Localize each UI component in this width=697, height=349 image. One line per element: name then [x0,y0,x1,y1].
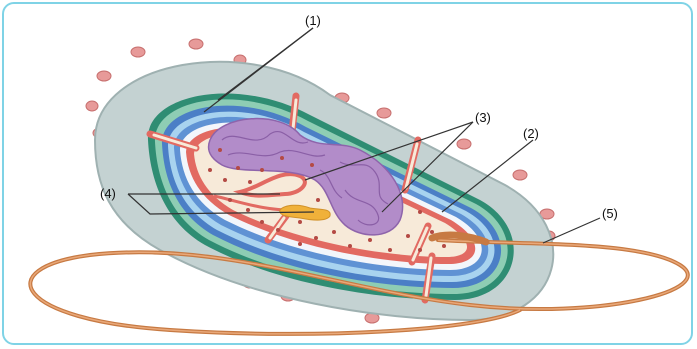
label-5: (5) [602,206,618,221]
label-3: (3) [475,110,491,125]
label-4: (4) [100,186,116,201]
label-2: (2) [523,126,539,141]
label-1: (1) [305,13,321,28]
